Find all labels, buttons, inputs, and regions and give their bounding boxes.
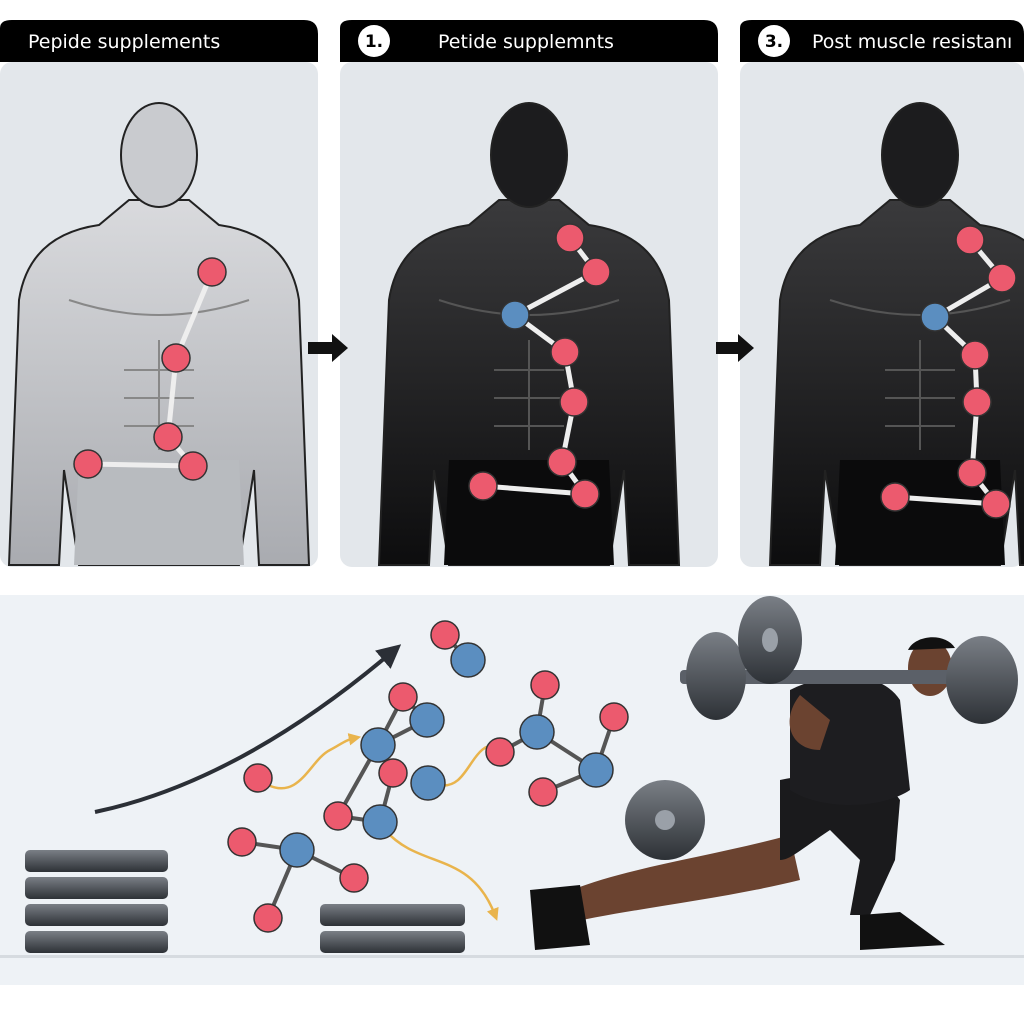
- panel-header: [740, 20, 1024, 62]
- molecule-icon: [227, 827, 257, 857]
- panel-2: 1. Petide supplemnts: [340, 20, 718, 567]
- molecule-icon: [253, 903, 283, 933]
- molecule-icon: [485, 737, 515, 767]
- molecule-icon: [323, 801, 353, 831]
- panel-3: 3. Post muscle resistanı: [740, 20, 1024, 567]
- molecule-icon: [153, 422, 183, 452]
- molecule-icon: [378, 758, 408, 788]
- molecule-icon: [197, 257, 227, 287]
- molecule-icon: [880, 482, 910, 512]
- arrow-right-icon: [308, 334, 348, 362]
- panel-title: Pepide supplements: [28, 31, 220, 53]
- molecule-icon: [530, 670, 560, 700]
- arrow-right-icon: [716, 334, 754, 362]
- step-number-badge: [758, 25, 790, 57]
- molecule-icon: [388, 682, 418, 712]
- molecule-icon: [161, 343, 191, 373]
- peptide-molecule: [73, 257, 227, 481]
- molecule-icon: [360, 727, 396, 763]
- trend-arrow-icon: [94, 644, 402, 814]
- panel-1: Pepide supplements: [0, 20, 318, 567]
- molecule-icon: [570, 479, 600, 509]
- step-number-badge: [358, 25, 390, 57]
- molecule-icon: [599, 702, 629, 732]
- molecule-icon: [430, 620, 460, 650]
- molecule-icon: [468, 471, 498, 501]
- molecule-icon: [555, 223, 585, 253]
- peptide-molecule: [410, 670, 629, 807]
- step-number: 1.: [365, 32, 383, 52]
- molecule-icon: [410, 765, 446, 801]
- peptide-molecule: [468, 223, 611, 509]
- weight-plate-icon: [25, 877, 168, 899]
- panel-header: [340, 20, 718, 62]
- molecule-icon: [339, 863, 369, 893]
- molecule-icon: [243, 763, 273, 793]
- weight-plate-icon: [320, 904, 465, 926]
- molecule-icon: [581, 257, 611, 287]
- molecule-icon: [962, 387, 992, 417]
- molecule-icon: [362, 804, 398, 840]
- panel-header: [0, 20, 318, 62]
- weight-plate-icon: [25, 904, 168, 926]
- peptide-molecule: [227, 827, 369, 933]
- weight-plate-icon: [320, 931, 465, 953]
- peptide-molecule: [880, 225, 1017, 519]
- molecule-icon: [528, 777, 558, 807]
- molecule-icon: [550, 337, 580, 367]
- molecule-icon: [981, 489, 1011, 519]
- molecule-icon: [409, 702, 445, 738]
- molecule-icon: [578, 752, 614, 788]
- molecule-icon: [547, 447, 577, 477]
- molecule-icon: [955, 225, 985, 255]
- molecule-icon: [920, 302, 950, 332]
- floor-line: [0, 955, 1024, 958]
- yellow-flow-arrow: [384, 829, 499, 921]
- molecule-icon: [987, 263, 1017, 293]
- molecule-icon: [960, 340, 990, 370]
- weight-plate-icon: [25, 850, 168, 872]
- molecule-icon: [450, 642, 486, 678]
- step-number: 3.: [765, 32, 783, 52]
- athlete-lunge: [530, 596, 1018, 950]
- molecule-icon: [279, 832, 315, 868]
- panel-title: Post muscle resistanı: [812, 31, 1012, 53]
- molecule-icon: [73, 449, 103, 479]
- peptide-molecule: [243, 682, 445, 840]
- peptide-molecule: [430, 620, 486, 678]
- yellow-flow-arrow: [267, 733, 362, 790]
- molecule-icon: [500, 300, 530, 330]
- panel-title: Petide supplemnts: [438, 31, 614, 53]
- weight-plate-icon: [25, 931, 168, 953]
- molecule-icon: [519, 714, 555, 750]
- molecule-icon: [559, 387, 589, 417]
- molecule-icon: [957, 458, 987, 488]
- molecule-icon: [178, 451, 208, 481]
